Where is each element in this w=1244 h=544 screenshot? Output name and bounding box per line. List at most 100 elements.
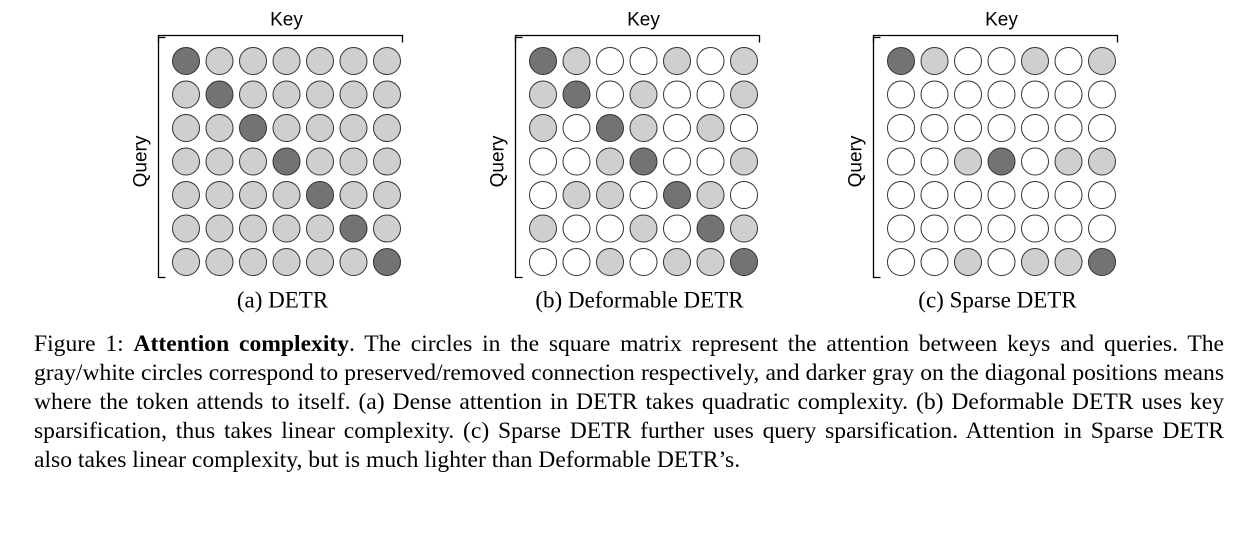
removed-attention-circle [954, 80, 982, 109]
self-attention-circle [730, 248, 758, 276]
removed-attention-circle [696, 147, 725, 176]
preserved-attention-circle [629, 114, 658, 142]
preserved-attention-circle [920, 47, 949, 75]
preserved-attention-circle [696, 248, 725, 276]
query-label: Query [131, 135, 152, 187]
removed-attention-circle [1088, 114, 1116, 142]
caption-prefix: Figure 1: [34, 331, 134, 357]
caption-title: Attention complexity [133, 331, 350, 357]
removed-attention-circle [1021, 147, 1049, 176]
preserved-attention-circle [373, 147, 401, 176]
removed-attention-circle [954, 114, 982, 142]
key-label: Key [985, 10, 1018, 31]
preserved-attention-circle [562, 181, 591, 209]
preserved-attention-circle [239, 214, 267, 243]
removed-attention-circle [629, 248, 658, 276]
panel-sublabel: (a) DETR [237, 288, 329, 313]
key-label: Key [627, 10, 660, 31]
query-bracket [872, 36, 881, 279]
preserved-attention-circle [629, 80, 658, 109]
removed-attention-circle [954, 47, 982, 75]
preserved-attention-circle [205, 214, 234, 243]
preserved-attention-circle [596, 147, 624, 176]
self-attention-circle [562, 80, 591, 109]
removed-attention-circle [987, 47, 1016, 75]
removed-attention-circle [1054, 181, 1083, 209]
panel-sublabel: (b) Deformable DETR [535, 288, 744, 313]
removed-attention-circle [987, 80, 1016, 109]
removed-attention-circle [887, 147, 915, 176]
preserved-attention-circle [339, 248, 368, 276]
preserved-attention-circle [306, 214, 334, 243]
preserved-attention-circle [306, 114, 334, 142]
preserved-attention-circle [730, 80, 758, 109]
query-bracket [514, 36, 523, 279]
removed-attention-circle [920, 147, 949, 176]
removed-attention-circle [1054, 80, 1083, 109]
preserved-attention-circle [272, 80, 301, 109]
preserved-attention-circle [696, 181, 725, 209]
preserved-attention-circle [239, 248, 267, 276]
preserved-attention-circle [239, 47, 267, 75]
preserved-attention-circle [1054, 248, 1083, 276]
removed-attention-circle [920, 248, 949, 276]
preserved-attention-circle [306, 47, 334, 75]
preserved-attention-circle [339, 147, 368, 176]
removed-attention-circle [987, 214, 1016, 243]
self-attention-circle [529, 47, 557, 75]
preserved-attention-circle [596, 248, 624, 276]
key-label: Key [270, 10, 303, 31]
removed-attention-circle [730, 114, 758, 142]
query-label: Query [488, 135, 509, 187]
removed-attention-circle [596, 47, 624, 75]
removed-attention-circle [1088, 80, 1116, 109]
removed-attention-circle [663, 80, 691, 109]
preserved-attention-circle [373, 80, 401, 109]
removed-attention-circle [920, 80, 949, 109]
preserved-attention-circle [1088, 147, 1116, 176]
panel-sublabel: (c) Sparse DETR [918, 288, 1077, 313]
removed-attention-circle [1088, 181, 1116, 209]
self-attention-circle [272, 147, 301, 176]
self-attention-circle [987, 147, 1016, 176]
preserved-attention-circle [172, 114, 200, 142]
key-bracket [872, 34, 1119, 43]
removed-attention-circle [529, 181, 557, 209]
preserved-attention-circle [663, 248, 691, 276]
removed-attention-circle [663, 147, 691, 176]
key-bracket [157, 34, 404, 43]
preserved-attention-circle [239, 80, 267, 109]
removed-attention-circle [1021, 114, 1049, 142]
removed-attention-circle [1054, 214, 1083, 243]
removed-attention-circle [529, 248, 557, 276]
preserved-attention-circle [596, 181, 624, 209]
removed-attention-circle [887, 80, 915, 109]
figure-caption: Figure 1: Attention complexity. The circ… [34, 330, 1224, 475]
preserved-attention-circle [172, 147, 200, 176]
preserved-attention-circle [306, 248, 334, 276]
self-attention-circle [205, 80, 234, 109]
preserved-attention-circle [205, 114, 234, 142]
preserved-attention-circle [272, 181, 301, 209]
removed-attention-circle [663, 214, 691, 243]
preserved-attention-circle [696, 114, 725, 142]
removed-attention-circle [529, 147, 557, 176]
caption-body: . The circles in the square matrix repre… [34, 331, 1225, 473]
self-attention-circle [339, 214, 368, 243]
removed-attention-circle [987, 181, 1016, 209]
preserved-attention-circle [373, 214, 401, 243]
preserved-attention-circle [1021, 248, 1049, 276]
removed-attention-circle [1021, 181, 1049, 209]
preserved-attention-circle [1054, 147, 1083, 176]
removed-attention-circle [562, 214, 591, 243]
preserved-attention-circle [272, 114, 301, 142]
removed-attention-circle [1088, 214, 1116, 243]
preserved-attention-circle [373, 114, 401, 142]
preserved-attention-circle [306, 80, 334, 109]
removed-attention-circle [887, 214, 915, 243]
preserved-attention-circle [306, 147, 334, 176]
